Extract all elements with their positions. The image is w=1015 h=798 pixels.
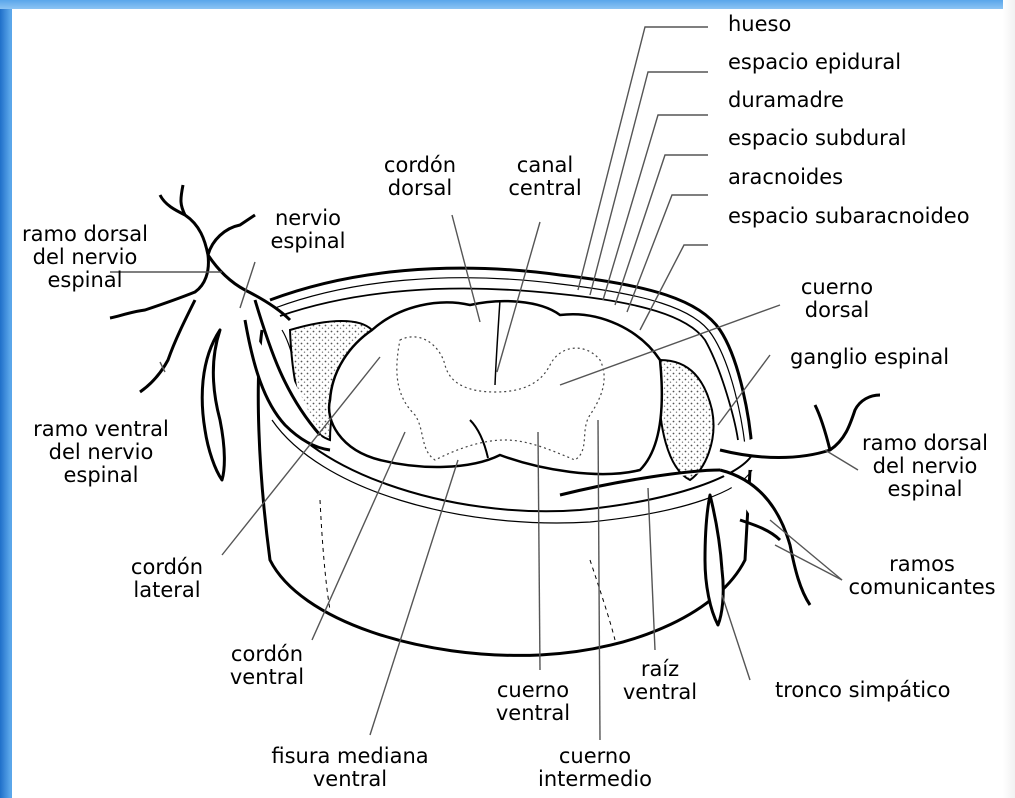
label-cuerno-dorsal-line1: cuerno [782, 276, 892, 299]
label-ramo-dorsal-der-line3: espinal [855, 478, 995, 501]
label-ramo-dorsal-izq-line3: espinal [10, 269, 160, 292]
label-aracnoides: aracnoides [728, 166, 843, 189]
label-cuerno-intermedio: cuerno intermedio [530, 745, 660, 791]
label-fisura-line2: ventral [240, 768, 460, 791]
spinal-cord-section [329, 301, 662, 474]
label-cordon-ventral-line2: ventral [212, 666, 322, 689]
label-ramo-dorsal-derecho: ramo dorsal del nervio espinal [855, 432, 995, 501]
label-nervio-espinal-line1: nervio [258, 207, 358, 230]
label-ramos-comunicantes: ramos comunicantes [842, 553, 1002, 599]
label-ramo-dorsal-izquierdo: ramo dorsal del nervio espinal [10, 223, 160, 292]
label-cordon-lateral: cordón lateral [112, 556, 222, 602]
label-ramos-comunicantes-line2: comunicantes [842, 576, 1002, 599]
label-fisura-mediana-ventral: fisura mediana ventral [240, 745, 460, 791]
label-cuerno-intermedio-line2: intermedio [530, 768, 660, 791]
label-espacio-subaracnoideo: espacio subaracnoideo [728, 205, 970, 228]
label-cuerno-dorsal: cuerno dorsal [782, 276, 892, 322]
label-ramo-dorsal-der-line1: ramo dorsal [855, 432, 995, 455]
label-nervio-espinal: nervio espinal [258, 207, 358, 253]
label-canal-central: canal central [490, 154, 600, 200]
label-cuerno-ventral: cuerno ventral [478, 679, 588, 725]
label-canal-central-line1: canal [490, 154, 600, 177]
label-tronco-simpatico: tronco simpático [775, 679, 951, 702]
label-cuerno-ventral-line2: ventral [478, 702, 588, 725]
label-hueso: hueso [728, 13, 791, 36]
label-cordon-dorsal-line2: dorsal [365, 177, 475, 200]
label-ramos-comunicantes-line1: ramos [842, 553, 1002, 576]
label-canal-central-line2: central [490, 177, 600, 200]
label-ramo-dorsal-izq-line2: del nervio [10, 246, 160, 269]
label-cordon-dorsal: cordón dorsal [365, 154, 475, 200]
label-raiz-ventral-line1: raíz [610, 658, 710, 681]
label-cuerno-dorsal-line2: dorsal [782, 299, 892, 322]
label-ramo-ventral-izquierdo: ramo ventral del nervio espinal [16, 418, 186, 487]
label-ramo-dorsal-der-line2: del nervio [855, 455, 995, 478]
label-ramo-ventral-line3: espinal [16, 464, 186, 487]
label-ramo-dorsal-izq-line1: ramo dorsal [10, 223, 160, 246]
label-fisura-line1: fisura mediana [240, 745, 460, 768]
label-cordon-lateral-line2: lateral [112, 579, 222, 602]
label-ramo-ventral-line2: del nervio [16, 441, 186, 464]
label-raiz-ventral: raíz ventral [610, 658, 710, 704]
label-cordon-ventral-line1: cordón [212, 643, 322, 666]
label-cuerno-intermedio-line1: cuerno [530, 745, 660, 768]
label-cordon-dorsal-line1: cordón [365, 154, 475, 177]
label-raiz-ventral-line2: ventral [610, 681, 710, 704]
label-ramo-ventral-line1: ramo ventral [16, 418, 186, 441]
label-duramadre: duramadre [728, 89, 844, 112]
label-cuerno-ventral-line1: cuerno [478, 679, 588, 702]
label-espacio-subdural: espacio subdural [728, 127, 907, 150]
label-cordon-lateral-line1: cordón [112, 556, 222, 579]
label-ganglio-espinal: ganglio espinal [790, 346, 949, 369]
label-cordon-ventral: cordón ventral [212, 643, 322, 689]
label-espacio-epidural: espacio epidural [728, 51, 901, 74]
label-nervio-espinal-line2: espinal [258, 230, 358, 253]
